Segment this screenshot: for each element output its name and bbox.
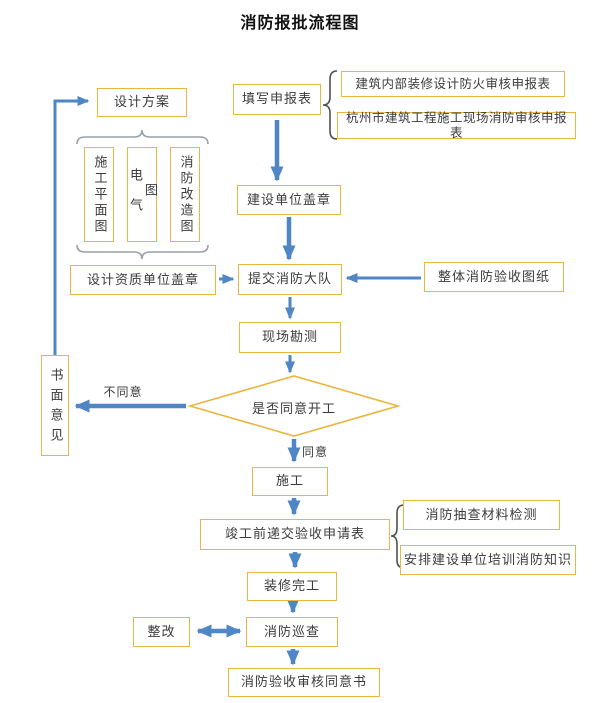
node-approve-decision: 是否同意开工 (251, 401, 336, 416)
node-design-plan: 设计方案 (97, 88, 187, 117)
node-written-opinion: 书面意见 (41, 355, 69, 456)
node-electrical-diagram: 电气图 (127, 147, 158, 242)
node-fire-renovation: 消防改造图 (170, 147, 200, 242)
page-title: 消防报批流程图 (240, 15, 360, 32)
node-submit-brigade: 提交消防大队 (238, 264, 342, 295)
node-decoration-done: 装修完工 (247, 572, 337, 601)
brace-application-forms (322, 70, 338, 140)
node-submit-acceptance: 竣工前递交验收申请表 (200, 519, 390, 550)
brace-drawings-bottom (76, 244, 209, 260)
node-rectification: 整改 (133, 617, 190, 647)
node-fill-form: 填写申报表 (233, 84, 321, 115)
brace-drawings-top (76, 129, 209, 145)
node-builder-stamp: 建设单位盖章 (237, 185, 341, 215)
node-form-hangzhou: 杭州市建筑工程施工现场消防审核申报表 (337, 111, 576, 140)
node-training: 安排建设单位培训消防知识 (400, 545, 576, 575)
node-material-testing: 消防抽查材料检测 (403, 500, 560, 530)
node-form-interior: 建筑内部装修设计防火审核申报表 (341, 71, 565, 97)
node-construction: 施工 (252, 467, 328, 496)
node-approval-letter: 消防验收审核同意书 (228, 668, 380, 697)
node-site-survey: 现场勘测 (239, 322, 341, 353)
node-overall-drawings: 整体消防验收图纸 (424, 262, 564, 292)
edge-label-disagree: 不同意 (103, 385, 143, 399)
node-fire-patrol: 消防巡查 (246, 617, 338, 647)
node-construction-plan: 施工平面图 (84, 147, 114, 242)
node-design-unit-stamp: 设计资质单位盖章 (70, 265, 216, 295)
edge-label-agree: 同意 (302, 445, 329, 459)
